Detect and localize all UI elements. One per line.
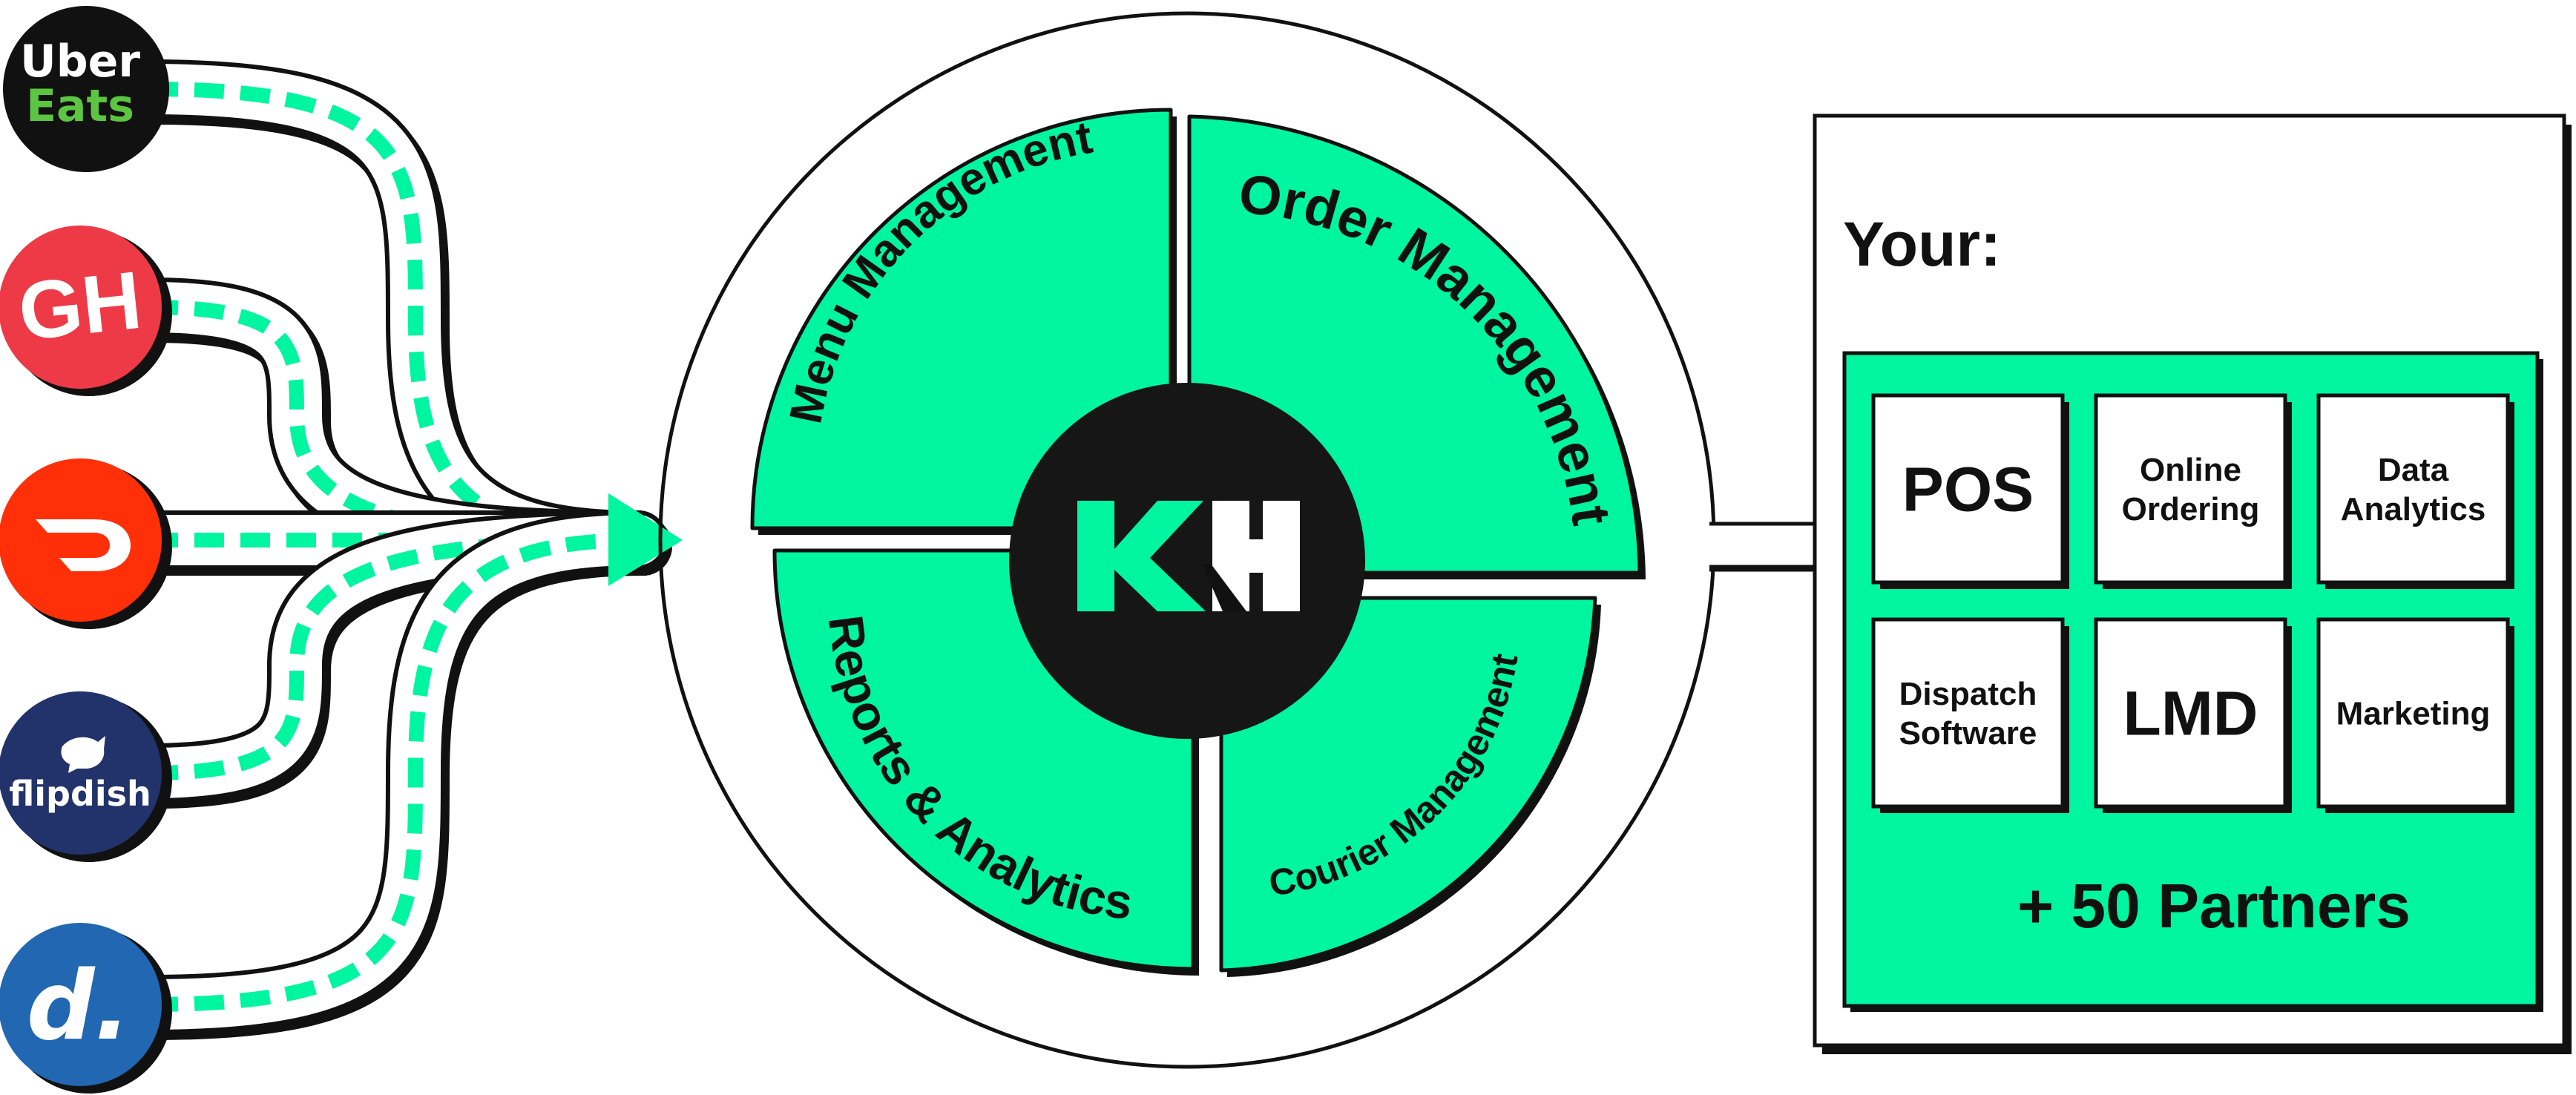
tile-label: Software — [1899, 715, 2037, 752]
connector-pipes — [119, 59, 672, 1040]
source-logos: Uber Eats GH flipdish d. — [0, 6, 172, 1094]
pipe-deliveroo — [119, 510, 672, 1040]
deliveroo-logo[interactable]: d. — [0, 923, 172, 1094]
kh-logo-h — [1212, 501, 1300, 611]
arrow-head-icon — [608, 493, 683, 586]
uber-eats-logo[interactable]: Uber Eats — [3, 6, 169, 172]
panel-title: Your: — [1843, 209, 2001, 279]
tile-lmd[interactable]: LMD — [2094, 617, 2292, 813]
quadrant-menu-management[interactable] — [750, 108, 1173, 530]
quadrant-courier-management[interactable] — [1219, 596, 1597, 973]
flipdish-logo-text: flipdish — [9, 774, 151, 814]
tile-label: Ordering — [2122, 491, 2260, 527]
grubhub-logo-text: GH — [14, 254, 145, 358]
hub: Menu Management Order Management Reports… — [658, 11, 1716, 1069]
hub-center-circle — [1009, 383, 1365, 739]
hub-panel-connector — [1709, 522, 1821, 572]
partners-count: + 50 Partners — [2017, 871, 2411, 941]
flipdish-logo[interactable]: flipdish — [0, 691, 172, 862]
doordash-dash-icon — [36, 519, 131, 571]
doordash-logo[interactable] — [0, 458, 172, 629]
tile-label: Marketing — [2336, 695, 2491, 731]
kh-logo-k — [1077, 501, 1206, 611]
kh-logo — [1077, 501, 1300, 611]
tile-label: Online — [2140, 452, 2241, 488]
tile-label: POS — [1902, 454, 2034, 524]
tile-label: Data — [2378, 452, 2449, 488]
tile-label: Dispatch — [1899, 676, 2037, 712]
deliveroo-logo-text: d. — [27, 951, 131, 1062]
grubhub-logo[interactable]: GH — [0, 226, 172, 396]
tile-marketing[interactable]: Marketing — [2316, 617, 2514, 813]
tile-label: Analytics — [2341, 491, 2486, 527]
flipdish-fish-icon — [61, 736, 105, 773]
uber-eats-line2: Eats — [26, 80, 134, 132]
uber-eats-line1: Uber — [20, 36, 140, 88]
tile-pos[interactable]: POS — [1871, 393, 2069, 589]
tile-label: LMD — [2123, 678, 2258, 748]
